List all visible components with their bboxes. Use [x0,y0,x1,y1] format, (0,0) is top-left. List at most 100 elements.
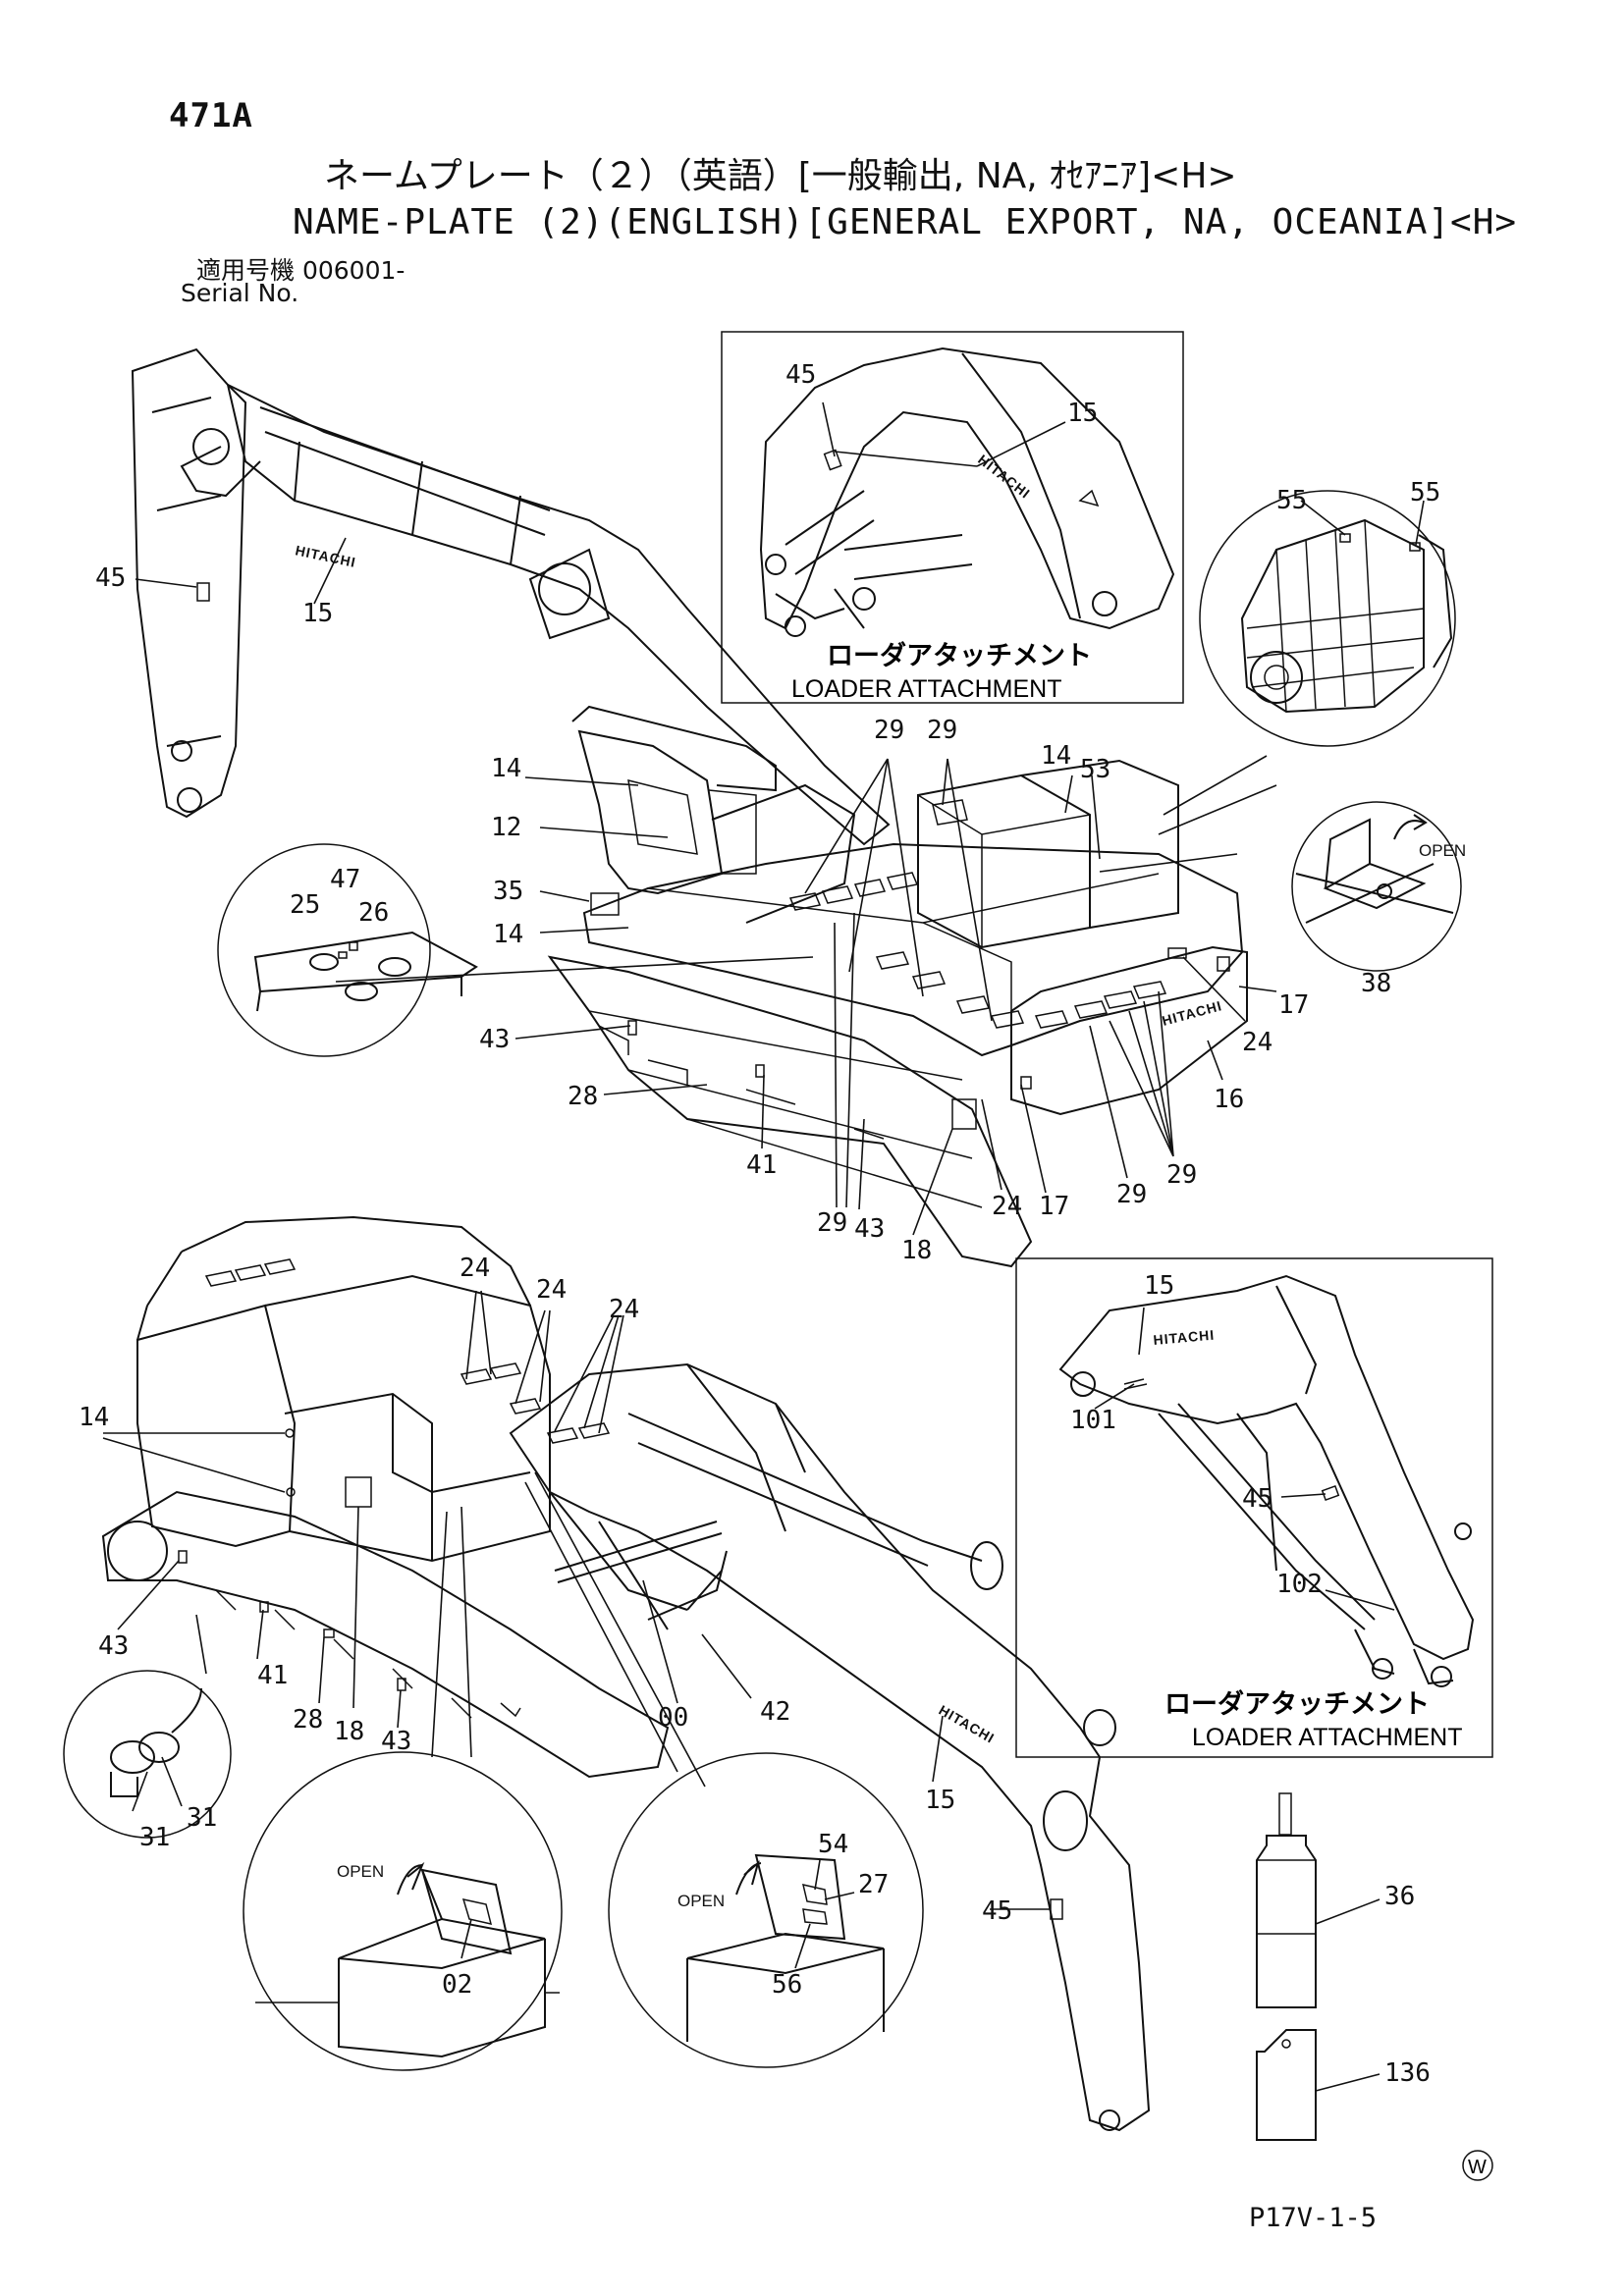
callout-27: 27 [858,1870,889,1899]
callout-25: 25 [290,890,320,920]
hitachi-logo-decal-loader-top: HITACHI [975,452,1033,502]
callout-28-a: 28 [568,1082,598,1111]
decal-45-arm [196,582,210,602]
page-title-japanese: ネームプレート（２）（英語）[一般輸出, NA, ｵｾｱﾆｱ]<H> [324,156,1237,196]
callout-29-e: 29 [1166,1160,1197,1190]
loader-attachment-caption-jp-top: ローダアタッチメント [827,640,1092,671]
callout-42: 42 [760,1697,790,1727]
decal-45-loader-top [823,449,842,471]
loader-attachment-top-illustration: HITACHI [759,347,1175,637]
callout-18-b: 18 [334,1717,364,1746]
page-title-english: NAME-PLATE (2)(ENGLISH)[GENERAL EXPORT, … [293,202,1518,242]
callout-12: 12 [491,813,521,842]
callout-24-a: 24 [1242,1028,1272,1057]
detail-circle-31 [63,1670,232,1839]
engine-illustration [1240,518,1453,714]
callout-15-loader-top: 15 [1067,399,1098,428]
callout-41-a: 41 [746,1150,777,1180]
detail-54-illustration: OPEN [677,1853,885,2042]
decal-45-loader-right [1321,1484,1340,1502]
callout-56: 56 [772,1970,802,2000]
hitachi-logo-decal: HITACHI [294,542,357,570]
hatch-38-illustration: OPEN [1295,814,1466,924]
callout-36: 36 [1384,1882,1415,1911]
decal-18-side [951,1098,977,1130]
engine-detail-circle [1199,490,1456,747]
callout-02: 02 [442,1970,472,2000]
loader-attachment-right-illustration: HITACHI [1058,1274,1475,1687]
open-label-hatch-38: OPEN [1419,841,1466,860]
detail-circle-54-27-56 [608,1752,924,2068]
callout-14-d: 14 [79,1403,109,1432]
callout-43-b: 43 [854,1214,885,1244]
detail-31-illustration [110,1687,202,1797]
callout-55-b: 55 [1410,478,1440,507]
detail-02-illustration: OPEN [255,1861,560,2058]
callout-53: 53 [1080,755,1110,784]
callout-24-e: 24 [609,1295,639,1324]
callout-15-boom: 15 [925,1786,955,1815]
leader-lines-top [135,401,1425,1236]
open-label-detail-54: OPEN [677,1892,725,1910]
callout-14-b: 14 [491,754,521,783]
callout-35: 35 [493,877,523,906]
callout-16: 16 [1214,1085,1244,1114]
tag-136-illustration [1256,2029,1317,2141]
callout-45-arm: 45 [95,563,126,593]
callout-00: 00 [658,1703,688,1733]
callout-47: 47 [330,865,360,894]
page-number: 471A [169,96,253,135]
decal-35-cab [590,892,620,916]
loader-attachment-caption-en-right: LOADER ATTACHMENT [1192,1724,1463,1751]
callout-29-c: 29 [817,1208,847,1238]
callout-41-b: 41 [257,1661,288,1690]
callout-numbers: 45 15 45 15 55 55 29 29 14 53 14 12 35 1… [79,360,1440,2088]
hitachi-logo-decal-boom: HITACHI [937,1702,998,1746]
callout-43-c: 43 [98,1631,129,1661]
tag-36-illustration [1256,1792,1317,2008]
switch-panel-illustration [253,931,478,1012]
switch-panel-detail-circle [217,843,431,1057]
serial-label-japanese: 適用号機 006001- [196,256,406,285]
callout-17-b: 17 [1039,1192,1069,1221]
hatch-detail-circle-38 [1291,801,1462,972]
hitachi-logo-decal-counterweight: HITACHI [1161,997,1224,1029]
callout-26: 26 [358,898,389,928]
hitachi-logo-decal-loader-right: HITACHI [1153,1327,1216,1348]
callout-29-d: 29 [1116,1180,1147,1209]
callout-38: 38 [1361,969,1391,998]
callout-55-a: 55 [1276,486,1307,515]
callout-18-a: 18 [901,1236,932,1265]
callout-43-d: 43 [381,1727,411,1756]
callout-28-b: 28 [293,1705,323,1735]
leader-lines-bottom [102,1290,1395,2092]
callout-101: 101 [1070,1406,1116,1435]
callout-31-a: 31 [139,1823,170,1852]
callout-14-c: 14 [493,920,523,949]
footer-mark-circle [1462,2150,1493,2181]
loader-attachment-caption-en-top: LOADER ATTACHMENT [791,675,1062,703]
callout-45-boom: 45 [982,1896,1012,1926]
callout-17-a: 17 [1278,990,1309,1020]
callout-24-d: 24 [536,1275,567,1305]
callout-45-loader-right: 45 [1242,1484,1272,1514]
serial-label-english: Serial No. [181,279,299,307]
footer-mark: W [1468,2157,1487,2178]
callout-31-b: 31 [187,1803,217,1833]
callout-102: 102 [1276,1570,1323,1599]
callout-15-arm: 15 [302,599,333,628]
callout-24-b: 24 [992,1192,1022,1221]
callout-43-a: 43 [479,1025,510,1054]
callout-14-a: 14 [1041,741,1071,771]
loader-attachment-caption-jp-right: ローダアタッチメント [1164,1688,1430,1720]
callout-29-b: 29 [927,716,957,745]
open-label-detail-02: OPEN [337,1862,384,1881]
callout-24-c: 24 [460,1254,490,1283]
callout-54: 54 [818,1830,848,1859]
callout-29-a: 29 [874,716,904,745]
callout-15-loader-right: 15 [1144,1271,1174,1301]
detail-circle-02 [243,1751,563,2071]
callout-45-loader-top: 45 [785,360,816,390]
decal-18-rear [345,1476,372,1508]
